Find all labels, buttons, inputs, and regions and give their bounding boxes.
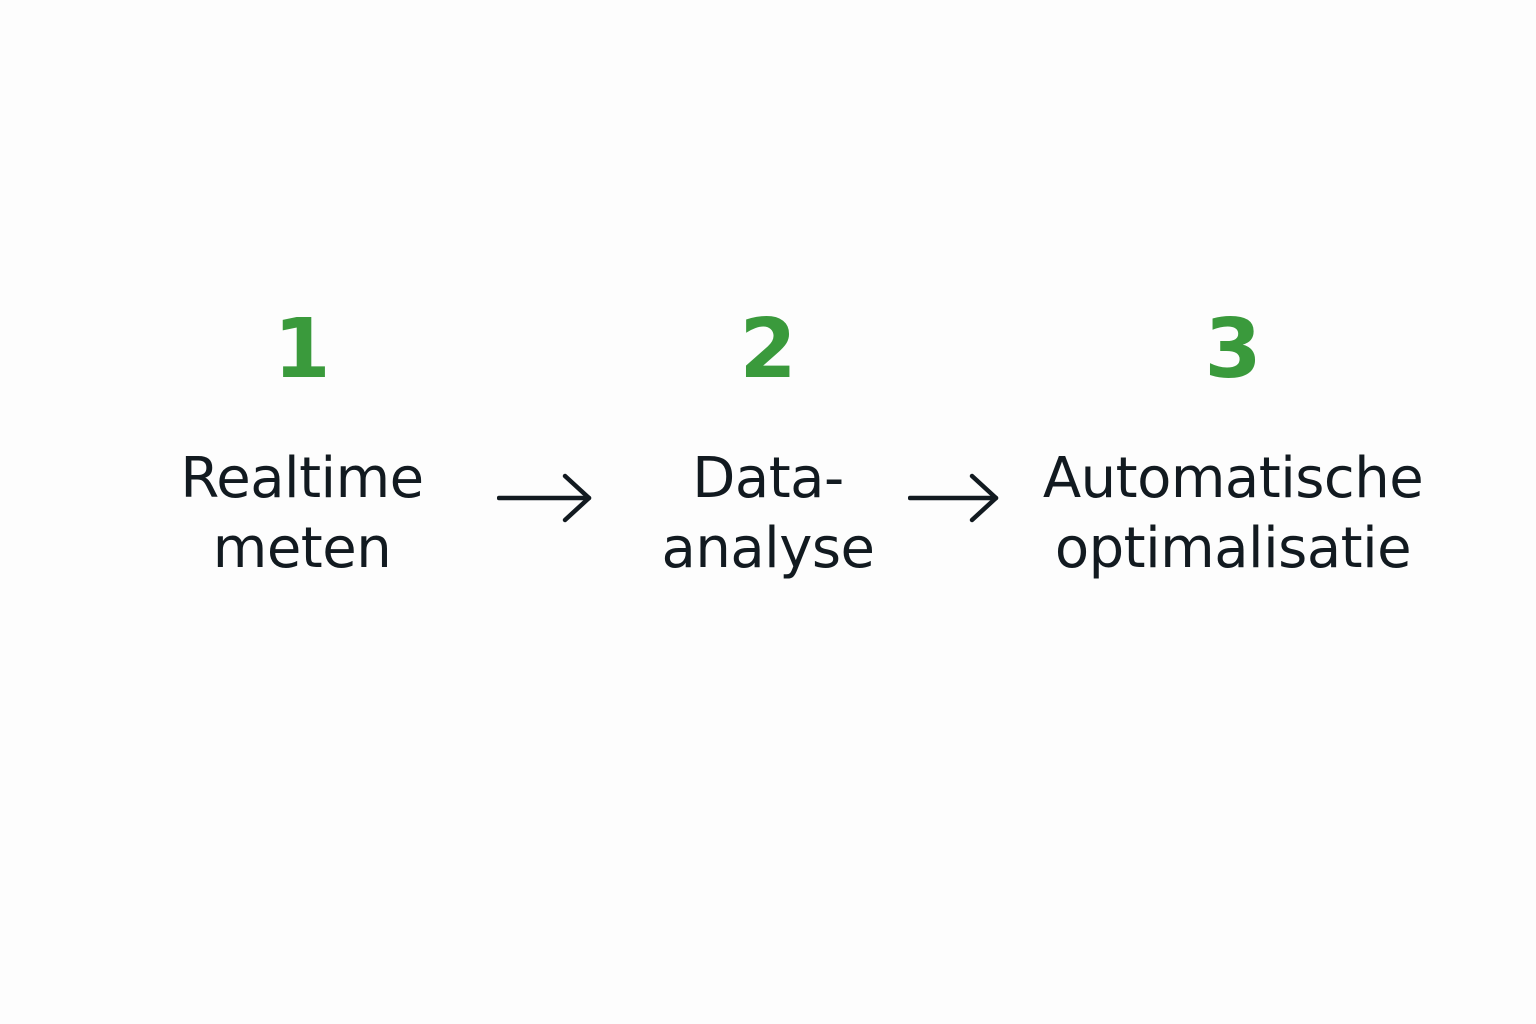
step-label: Data- analyse	[661, 446, 875, 581]
step-label: Realtime meten	[180, 446, 424, 581]
step-label: Automatische optimalisatie	[1042, 446, 1424, 581]
step-number: 2	[739, 302, 797, 397]
step-number: 1	[273, 302, 331, 397]
arrow-right-icon	[908, 470, 1008, 526]
step-data-analyse: 2 Data- analyse	[568, 300, 968, 584]
arrow-right-icon	[497, 470, 597, 526]
step-realtime-meten: 1 Realtime meten	[102, 300, 502, 584]
step-automatische-optimalisatie: 3 Automatische optimalisatie	[1033, 300, 1433, 584]
step-number: 3	[1204, 302, 1262, 397]
